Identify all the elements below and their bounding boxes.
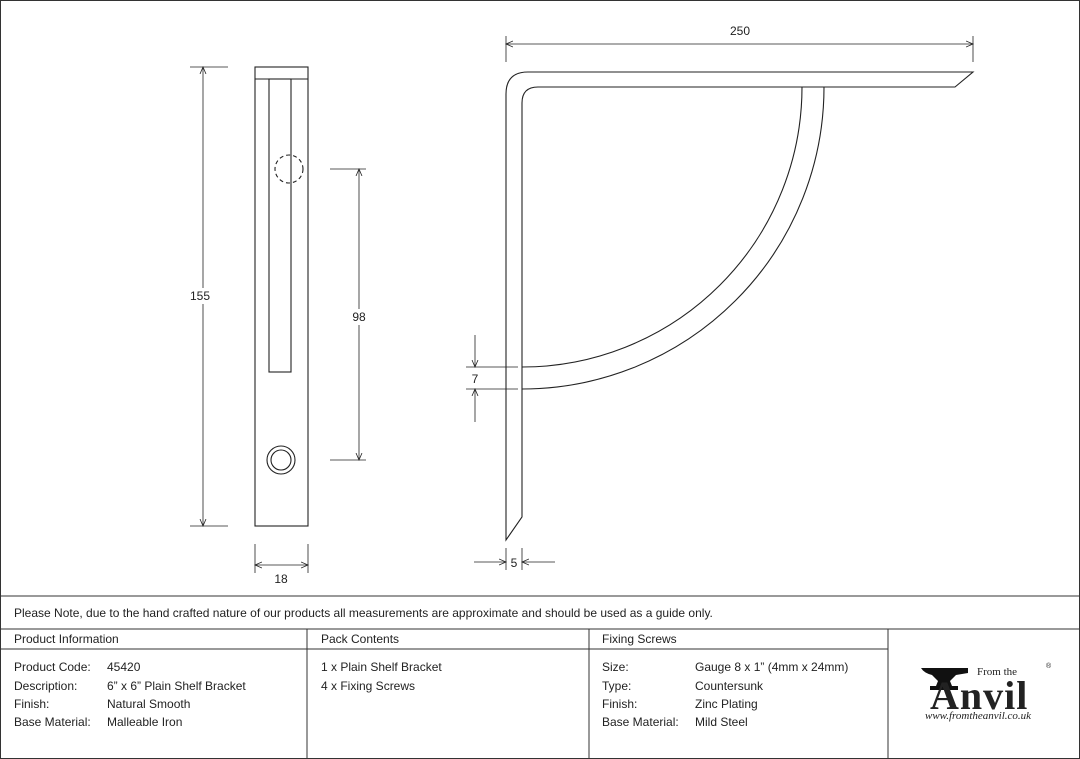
screw-size-label: Size: xyxy=(602,660,629,674)
product-code-label: Product Code: xyxy=(14,660,91,674)
logo-registered-mark: ® xyxy=(1046,663,1052,670)
measurement-note: Please Note, due to the hand crafted nat… xyxy=(14,606,713,620)
dimension-slot-label: 98 xyxy=(352,310,366,324)
dimension-height-label: 155 xyxy=(190,289,210,303)
base-material-value: Malleable Iron xyxy=(107,715,183,729)
screw-hole-inner xyxy=(270,449,292,471)
description-label: Description: xyxy=(14,679,78,693)
screw-material-value: Mild Steel xyxy=(695,715,748,729)
screw-hole-outer xyxy=(266,445,296,475)
finish-label: Finish: xyxy=(14,697,50,711)
dimension-offset-label: 5 xyxy=(511,556,518,570)
screw-type-value: Countersunk xyxy=(695,679,764,693)
length-dimension xyxy=(506,36,973,62)
dimension-thickness-label: 7 xyxy=(472,372,479,386)
logo-name: Anvil xyxy=(930,673,1029,718)
side-width-dimension xyxy=(255,544,308,573)
logo-from-the: From the xyxy=(977,666,1018,678)
product-code-value: 45420 xyxy=(107,660,141,674)
pack-contents-header: Pack Contents xyxy=(321,632,400,646)
hidden-screw-hole xyxy=(274,154,304,184)
fixing-screws-header: Fixing Screws xyxy=(602,632,677,646)
description-value: 6” x 6” Plain Shelf Bracket xyxy=(107,679,246,693)
dimension-length-label: 250 xyxy=(730,24,750,38)
logo-url: www.fromtheanvil.co.uk xyxy=(925,710,1032,722)
pack-item: 1 x Plain Shelf Bracket xyxy=(321,660,442,674)
side-view-body xyxy=(254,66,309,527)
brace-curve-inner xyxy=(521,86,803,368)
pack-item: 4 x Fixing Screws xyxy=(321,679,416,693)
thickness-dimension xyxy=(466,335,518,422)
side-view xyxy=(254,66,309,527)
brace-curve-outer xyxy=(521,86,825,390)
anvil-icon xyxy=(921,668,968,690)
finish-value: Natural Smooth xyxy=(107,697,191,711)
screw-size-value: Gauge 8 x 1” (4mm x 24mm) xyxy=(695,660,849,674)
screw-type-label: Type: xyxy=(602,679,632,693)
base-material-label: Base Material: xyxy=(14,715,91,729)
product-info-header: Product Information xyxy=(14,632,119,646)
screw-finish-label: Finish: xyxy=(602,697,638,711)
dimension-width-label: 18 xyxy=(274,572,288,586)
front-view xyxy=(505,71,975,542)
screw-finish-value: Zinc Plating xyxy=(695,697,758,711)
offset-dimension xyxy=(474,548,555,570)
screw-material-label: Base Material: xyxy=(602,715,679,729)
side-view-slot xyxy=(268,78,292,373)
bracket-outline xyxy=(505,71,975,542)
